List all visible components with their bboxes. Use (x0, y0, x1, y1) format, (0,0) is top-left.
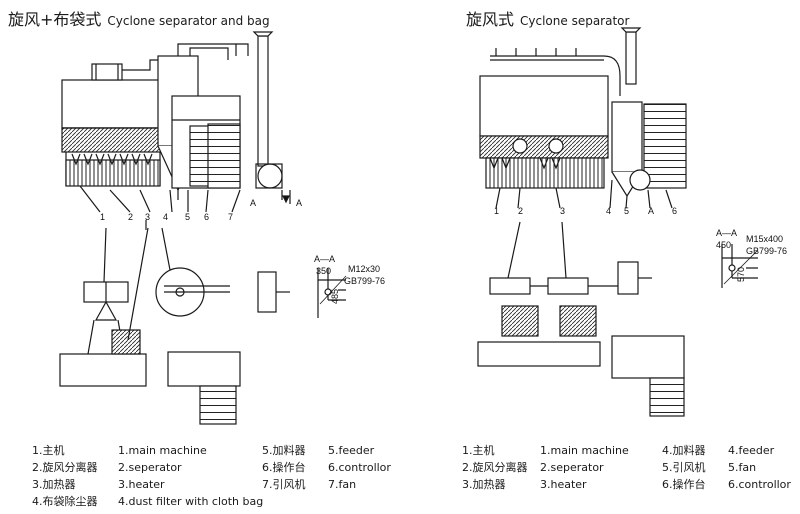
right-section-bolt: M15x400 (746, 234, 783, 244)
right-legend-en-5: 5.fan (728, 461, 757, 474)
right-callouts: 1 2 3 4 5 A 6 (494, 206, 677, 216)
right-callout-2: 2 (518, 206, 523, 216)
right-plan-view (477, 221, 685, 417)
left-title-en: Cyclone separator and bag (107, 14, 270, 28)
right-legend-en-2: 2.seperator (540, 461, 604, 474)
right-section-label: A—A (716, 228, 737, 238)
left-legend-zh-6: 6.操作台 (262, 461, 306, 474)
right-legend-en-4: 4.feeder (728, 444, 775, 457)
left-elevation-view (61, 31, 291, 213)
left-legend-zh-1: 1.主机 (32, 444, 65, 457)
left-section-labels: A—A 350 M12x30 GB799-76 485 (314, 254, 385, 304)
right-section-labels: A—A 450 M15x400 GB799-76 570 (716, 228, 787, 282)
left-plan-platform (167, 351, 241, 387)
right-legend-zh-6: 6.操作台 (662, 478, 706, 491)
right-callout-4: 4 (606, 206, 611, 216)
right-legend-zh-4: 4.加料器 (662, 444, 706, 457)
left-callout-5: 5 (185, 212, 190, 222)
left-callout-1: 1 (100, 212, 105, 222)
right-elevation-view (479, 27, 687, 209)
right-section-width: 450 (716, 240, 731, 250)
left-callout-2: 2 (128, 212, 133, 222)
left-section-width: 350 (316, 266, 331, 276)
left-section-label: A—A (314, 254, 335, 264)
left-legend-zh-4: 4.布袋除尘器 (32, 495, 98, 508)
left-plan-stairs (199, 385, 237, 425)
right-legend-zh-1: 1.主机 (462, 444, 495, 457)
right-title-en: Cyclone separator (520, 14, 630, 28)
left-section-height: 485 (330, 289, 340, 304)
left-legend-en-2: 2.seperator (118, 461, 182, 474)
right-controllor-platform (643, 103, 687, 189)
left-legend-en-col1: 1.main machine 2.seperator 3.heater 4.du… (118, 442, 263, 510)
left-fan (257, 163, 283, 189)
left-main-machine-body (61, 79, 163, 129)
left-legend-zh-3: 3.加热器 (32, 478, 76, 491)
right-legend-zh-col2: 4.加料器 5.引风机 6.操作台 (662, 442, 706, 493)
left-legend-en-col2: 5.feeder 6.controllor 7.fan (328, 442, 391, 493)
right-legend-en-6: 6.controllor (728, 478, 791, 491)
right-plan-stairs (649, 377, 685, 417)
right-plan-platform (611, 335, 685, 379)
right-legend-en-1: 1.main machine (540, 444, 629, 457)
left-callout-3: 3 (145, 212, 150, 222)
right-legend-en-3: 3.heater (540, 478, 587, 491)
right-section-height: 570 (736, 267, 746, 282)
left-plan-view (59, 220, 290, 425)
left-controllor-platform (207, 123, 241, 189)
left-plan-fan (257, 271, 277, 313)
right-section-standard: GB799-76 (746, 246, 787, 256)
left-plan-heater (59, 353, 147, 387)
right-plan-cyclone-2 (547, 277, 589, 295)
left-exhaust-stack (257, 35, 269, 167)
left-callout-6: 6 (204, 212, 209, 222)
right-cyclone-separator (611, 101, 643, 173)
left-title-zh: 旋风+布袋式 (8, 10, 102, 29)
left-section-standard: GB799-76 (344, 276, 385, 286)
right-legend-en-col1: 1.main machine 2.seperator 3.heater (540, 442, 629, 493)
right-title: 旋风式 Cyclone separator (466, 6, 629, 30)
left-section-mark-2: A (296, 198, 302, 208)
left-title: 旋风+布袋式 Cyclone separator and bag (8, 6, 270, 30)
left-callout-4: 4 (163, 212, 168, 222)
right-main-machine-bed (479, 135, 609, 159)
left-legend-en-5: 5.feeder (328, 444, 375, 457)
right-main-machine-body (479, 75, 609, 137)
left-callouts: 1 2 3 4 5 6 7 A A (100, 198, 302, 222)
left-legend-en-4: 4.dust filter with cloth bag (118, 495, 264, 508)
left-callout-7: 7 (228, 212, 233, 222)
right-plan-fan (617, 261, 639, 295)
left-section-bolt: M12x30 (348, 264, 380, 274)
right-section-mark: A (648, 206, 654, 216)
right-legend-zh-5: 5.引风机 (662, 461, 706, 474)
left-section-mark-1: A (250, 198, 256, 208)
left-legend-en-1: 1.main machine (118, 444, 207, 457)
right-legend-zh-3: 3.加热器 (462, 478, 506, 491)
right-callout-1: 1 (494, 206, 499, 216)
right-fan (629, 169, 651, 191)
right-section-aa (721, 244, 759, 288)
left-main-machine-bed (61, 127, 163, 153)
left-legend-zh-5: 5.加料器 (262, 444, 306, 457)
left-legend-en-3: 3.heater (118, 478, 165, 491)
right-legend-en-col2: 4.feeder 5.fan 6.controllor (728, 442, 791, 493)
right-legend-zh-2: 2.旋风分离器 (462, 461, 528, 474)
right-callout-5: 5 (624, 206, 629, 216)
right-title-zh: 旋风式 (466, 10, 515, 29)
right-callout-3: 3 (560, 206, 565, 216)
left-legend-zh-7: 7.引风机 (262, 478, 306, 491)
left-legend-zh-col2: 5.加料器 6.操作台 7.引风机 (262, 442, 306, 493)
right-exhaust-stack (625, 31, 637, 85)
right-plan-heater (477, 341, 601, 367)
right-callout-6: 6 (672, 206, 677, 216)
left-legend-zh-2: 2.旋风分离器 (32, 461, 98, 474)
right-plan-cyclone-1 (489, 277, 531, 295)
left-legend-en-6: 6.controllor (328, 461, 391, 474)
left-section-aa (317, 268, 347, 318)
left-legend-en-7: 7.fan (328, 478, 357, 491)
left-legend-zh-col1: 1.主机 2.旋风分离器 3.加热器 4.布袋除尘器 (32, 442, 98, 510)
right-legend-zh-col1: 1.主机 2.旋风分离器 3.加热器 (462, 442, 528, 493)
